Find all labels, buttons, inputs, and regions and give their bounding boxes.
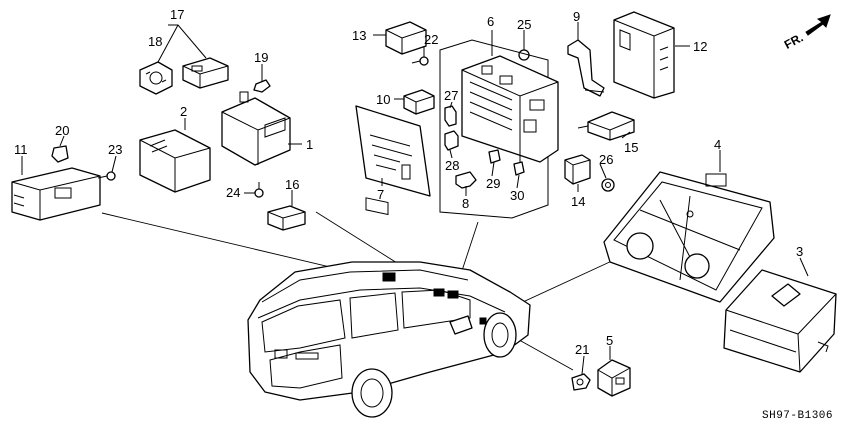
- car-belt-line: [257, 287, 506, 319]
- part-28-fuse: [444, 130, 459, 151]
- direction-label: FR.: [782, 30, 806, 51]
- part-8-fuse: [455, 171, 477, 189]
- callout-leaders: [21, 22, 809, 375]
- callout-9: 9: [573, 9, 580, 24]
- callout-21: 21: [575, 342, 589, 357]
- part-26-nut: [601, 178, 615, 192]
- rear-wheel-hub: [360, 378, 384, 408]
- car-plate: [295, 352, 319, 360]
- car-side-window-rear: [349, 292, 399, 339]
- car-illustration: [247, 261, 531, 418]
- part-20-grommet: [51, 145, 69, 163]
- callout-18: 18: [148, 34, 162, 49]
- front-direction-arrow: FR.: [782, 14, 831, 52]
- part-14-connector: [564, 154, 591, 185]
- fuse-items: [444, 105, 525, 189]
- part-21-bulb: [571, 373, 591, 391]
- car-mirror: [449, 315, 473, 335]
- part-12-unit: [613, 11, 675, 99]
- callout-14: 14: [571, 194, 585, 209]
- rear-wheel: [351, 368, 393, 418]
- front-wheel: [483, 312, 517, 358]
- callout-27: 27: [444, 88, 458, 103]
- drawing-code: SH97-B1306: [762, 410, 833, 422]
- part-1-module: [221, 91, 291, 166]
- callout-23: 23: [108, 142, 122, 157]
- part-11-unit: [11, 167, 101, 221]
- part-30-fuse: [513, 161, 525, 176]
- callout-6: 6: [487, 14, 494, 29]
- callout-2: 2: [180, 104, 187, 119]
- callout-20: 20: [55, 123, 69, 138]
- part-13-relay: [385, 21, 427, 55]
- callout-12: 12: [693, 39, 707, 54]
- callout-5: 5: [606, 333, 613, 348]
- car-roof-line: [261, 269, 469, 303]
- callout-15: 15: [624, 140, 638, 155]
- part-27-fuse: [444, 105, 457, 127]
- callout-24: 24: [226, 185, 240, 200]
- part-4-tray: [603, 171, 775, 303]
- callout-22: 22: [424, 32, 438, 47]
- part-9-bracket: [567, 39, 605, 97]
- part-24-bolt: [254, 188, 264, 198]
- part-15-sensor: [577, 111, 635, 141]
- part-23-bolt: [106, 171, 116, 181]
- callout-29: 29: [486, 176, 500, 191]
- callout-1: 1: [306, 137, 313, 152]
- part-29-fuse: [488, 149, 501, 164]
- callout-4: 4: [714, 137, 721, 152]
- callout-17: 17: [170, 7, 184, 22]
- fuse-box-group: [439, 39, 559, 219]
- part-2-unit: [139, 129, 211, 193]
- part-19-clip: [253, 79, 271, 93]
- part-18-socket: [139, 61, 173, 95]
- front-wheel-hub: [491, 322, 509, 348]
- callout-10: 10: [376, 92, 390, 107]
- callout-30: 30: [510, 188, 524, 203]
- car-rear-window: [261, 299, 346, 353]
- callout-19: 19: [254, 50, 268, 65]
- car-marker-b: [447, 290, 459, 299]
- callout-11: 11: [14, 142, 28, 157]
- arrow-icon: [805, 14, 831, 36]
- callout-3: 3: [796, 244, 803, 259]
- callout-28: 28: [445, 158, 459, 173]
- car-tailgate: [269, 344, 343, 389]
- car-tail-lamp: [274, 349, 288, 359]
- part-7-label: [355, 105, 431, 216]
- part-10-relay: [403, 89, 435, 115]
- part-22-bolt: [419, 56, 429, 66]
- car-marker-c: [479, 317, 487, 325]
- part-16-connector: [267, 205, 306, 231]
- part-17-relay: [182, 57, 229, 89]
- callout-13: 13: [352, 28, 366, 43]
- callout-7: 7: [377, 187, 384, 202]
- callout-numbers: 1 2 3 4 5 6 7 8 9 10 11 12 13 14 15 16 1…: [14, 7, 803, 357]
- callout-25: 25: [517, 17, 531, 32]
- part-5-switch: [597, 359, 631, 397]
- part-3-ecu: [723, 269, 837, 373]
- car-marker-roof: [382, 272, 396, 282]
- callout-8: 8: [462, 196, 469, 211]
- car-marker-a: [433, 288, 445, 297]
- callout-16: 16: [285, 177, 299, 192]
- callout-26: 26: [599, 152, 613, 167]
